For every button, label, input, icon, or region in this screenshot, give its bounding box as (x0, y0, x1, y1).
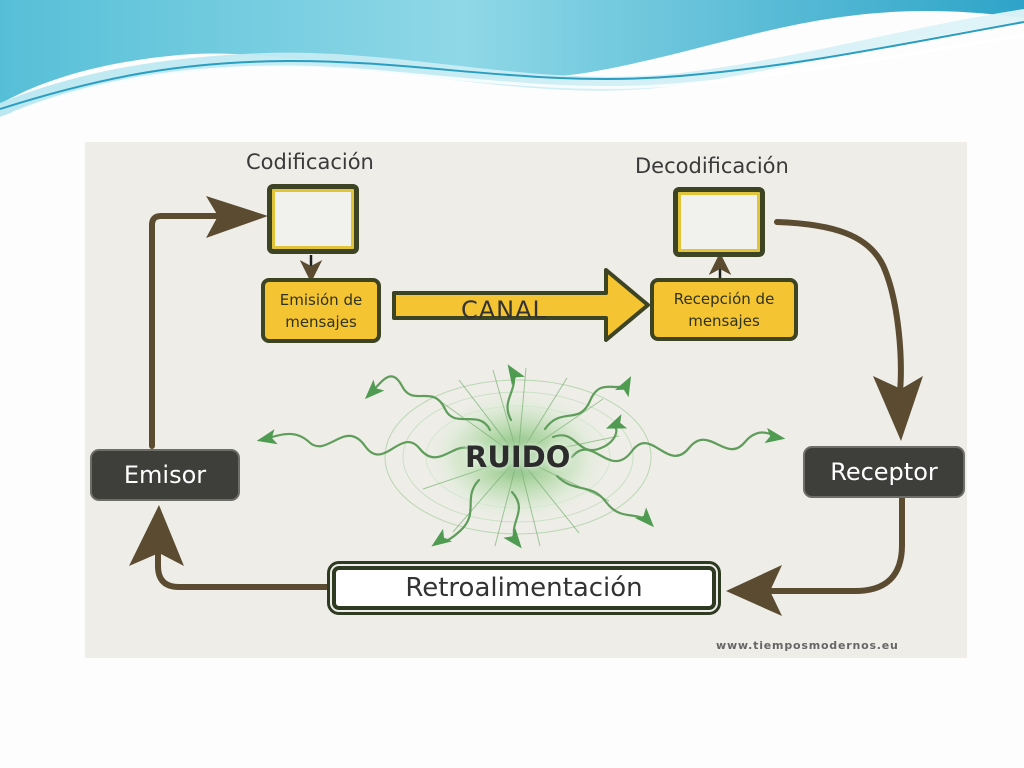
emisor-box: Emisor (92, 451, 238, 499)
header-swoosh-decoration (0, 0, 1024, 117)
noise-wave-top-right (543, 376, 632, 431)
right-arrow-line (774, 219, 904, 395)
encode-gear-box (267, 184, 359, 254)
left-arrow-head (206, 196, 268, 238)
canal-label: CANAL (461, 296, 547, 324)
noise-wave-top-center (506, 364, 525, 422)
ruido-label: RUIDO (465, 440, 571, 474)
noise-wave-right-mid (551, 414, 628, 451)
retroalimentacion-box: Retroalimentación (332, 566, 716, 610)
feedback-return-line (155, 540, 332, 590)
receptor-box: Receptor (805, 448, 963, 496)
emisor-up-arrow-head (129, 505, 184, 566)
communication-diagram: Codificación Decodificación Emisión de m… (85, 142, 967, 658)
left-vertical-arrow-line (149, 213, 224, 449)
noise-wave-bottom-left (431, 478, 481, 547)
emision-mensajes-box: Emisión de mensajes (261, 278, 381, 343)
noise-wave-bottom-center (503, 490, 522, 549)
receptor-down-line (750, 494, 905, 594)
noise-wave-top-left (364, 375, 492, 432)
recepcion-mensajes-box: Recepción de mensajes (650, 278, 798, 341)
feedback-arrow-head (726, 565, 782, 616)
right-down-arrow-head (873, 376, 923, 441)
codificacion-title: Codificación (246, 150, 374, 174)
decodificacion-title: Decodificación (635, 154, 789, 178)
source-watermark: www.tiemposmodernos.eu (716, 639, 899, 652)
channel-arrow (392, 268, 650, 342)
noise-wave-left (256, 429, 480, 459)
noise-wave-bottom-right (555, 474, 655, 528)
decode-gear-box (673, 187, 765, 257)
noise-wave-right (570, 427, 786, 463)
